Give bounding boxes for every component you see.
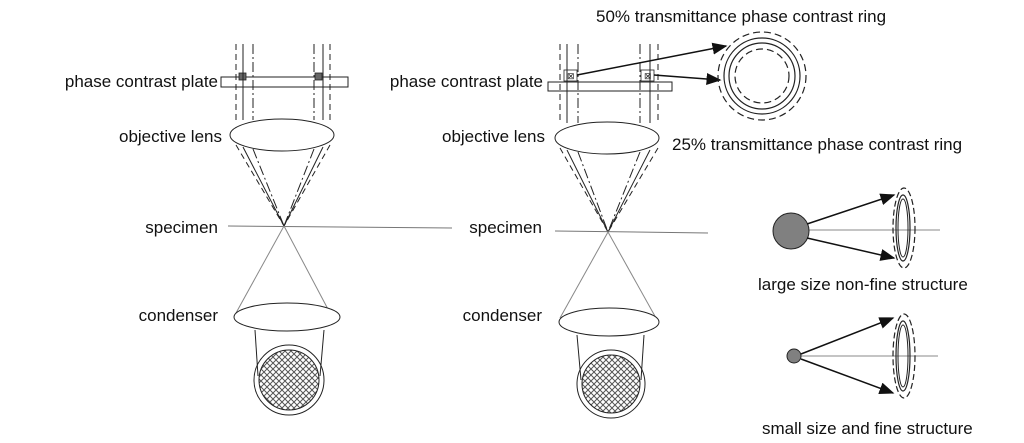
left-specimen-label: specimen xyxy=(145,218,218,237)
middle-objective-lens xyxy=(554,121,660,155)
left-condenser-annulus xyxy=(253,329,325,416)
ring-50-label: 50% transmittance phase contrast ring xyxy=(596,7,886,26)
middle-specimen-label: specimen xyxy=(469,218,542,237)
small-ring-solid xyxy=(895,320,911,392)
middle-phase-ring-25-mark: ⊠ xyxy=(644,71,652,81)
small-ray-upper xyxy=(800,317,895,355)
large-structure-label: large size non-fine structure xyxy=(758,275,968,294)
left-condenser xyxy=(233,302,341,332)
middle-condenser-annulus xyxy=(576,334,646,419)
left-plate-label: phase contrast plate xyxy=(65,72,218,91)
large-ring-solid-inner xyxy=(897,198,909,258)
small-structure-label: small size and fine structure xyxy=(762,419,973,438)
large-ring-solid xyxy=(895,194,911,262)
middle-specimen-plane xyxy=(554,230,709,234)
small-ray-lower xyxy=(800,358,895,394)
ring-25-outline xyxy=(734,48,790,104)
arrow-to-ring-25 xyxy=(653,72,722,85)
middle-condenser xyxy=(558,307,660,337)
large-ring-dashed xyxy=(892,187,916,269)
middle-upper-beams xyxy=(559,44,659,123)
arrow-to-ring-50 xyxy=(576,42,728,76)
ring-detail: 50% transmittance phase contrast ring 25… xyxy=(596,7,962,154)
middle-phase-ring-50 xyxy=(563,69,578,82)
left-illumination-cone xyxy=(235,225,331,314)
small-ring-dashed xyxy=(892,313,916,399)
left-upper-beams xyxy=(235,44,331,120)
large-ray-lower xyxy=(806,237,896,261)
left-objective-lens xyxy=(229,118,335,152)
middle-plate-label: phase contrast plate xyxy=(390,72,543,91)
large-particle xyxy=(772,212,810,250)
small-structure-illustration: small size and fine structure xyxy=(762,313,973,438)
ring-50-outline xyxy=(717,31,807,121)
left-converging-rays xyxy=(235,144,331,227)
small-ring-solid-inner xyxy=(897,324,909,388)
ring-solid-outer xyxy=(723,37,801,115)
ring-solid-inner xyxy=(728,42,796,110)
left-phase-ring-element xyxy=(314,72,323,81)
large-structure-illustration: large size non-fine structure xyxy=(758,187,968,294)
left-phase-plate xyxy=(220,76,349,88)
small-particle xyxy=(786,348,802,364)
middle-condenser-label: condenser xyxy=(463,306,543,325)
left-microscope: phase contrast plate objective lens spec… xyxy=(65,44,453,416)
middle-objective-label: objective lens xyxy=(442,127,545,146)
left-condenser-label: condenser xyxy=(139,306,219,325)
ring-25-label: 25% transmittance phase contrast ring xyxy=(672,135,962,154)
middle-converging-rays xyxy=(559,147,659,233)
middle-phase-ring-50-mark: ⊠ xyxy=(567,71,575,81)
left-specimen-plane xyxy=(227,225,453,229)
left-objective-label: objective lens xyxy=(119,127,222,146)
middle-microscope: ⊠ ⊠ ph xyxy=(390,42,728,419)
middle-phase-plate xyxy=(547,81,673,92)
large-ray-upper xyxy=(806,193,896,225)
middle-illumination-cone xyxy=(559,231,657,319)
